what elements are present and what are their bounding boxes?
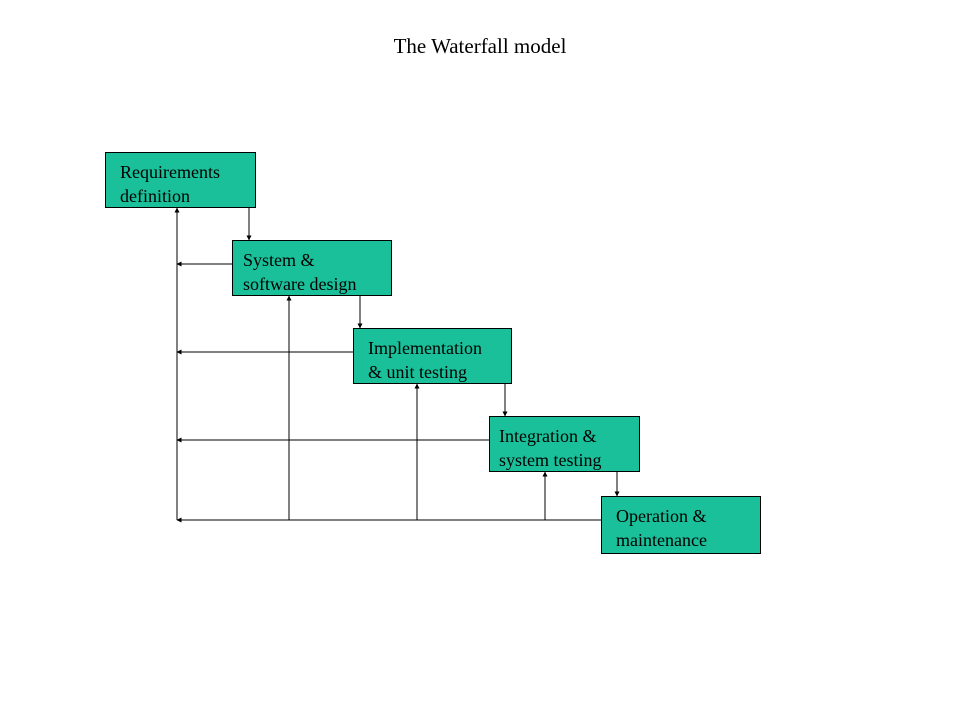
stage-label-line1: System & [243, 250, 315, 270]
stage-label-line1: Operation & [616, 506, 707, 526]
stage-label-line2: & unit testing [368, 362, 467, 382]
stage-box-operation: Operation & maintenance [601, 496, 761, 554]
stage-box-requirements: Requirements definition [105, 152, 256, 208]
stage-label-line2: software design [243, 274, 357, 294]
stage-box-implementation: Implementation & unit testing [353, 328, 512, 384]
stage-box-integration: Integration & system testing [489, 416, 640, 472]
stage-label-line1: Requirements [120, 162, 220, 182]
diagram-title: The Waterfall model [393, 34, 567, 58]
stage-label-line2: maintenance [616, 530, 707, 550]
stage-box-design: System & software design [232, 240, 392, 296]
stage-label-line1: Integration & [499, 426, 597, 446]
stage-label-line2: system testing [499, 450, 602, 470]
stage-label-line1: Implementation [368, 338, 482, 358]
stage-label-line2: definition [120, 186, 190, 206]
